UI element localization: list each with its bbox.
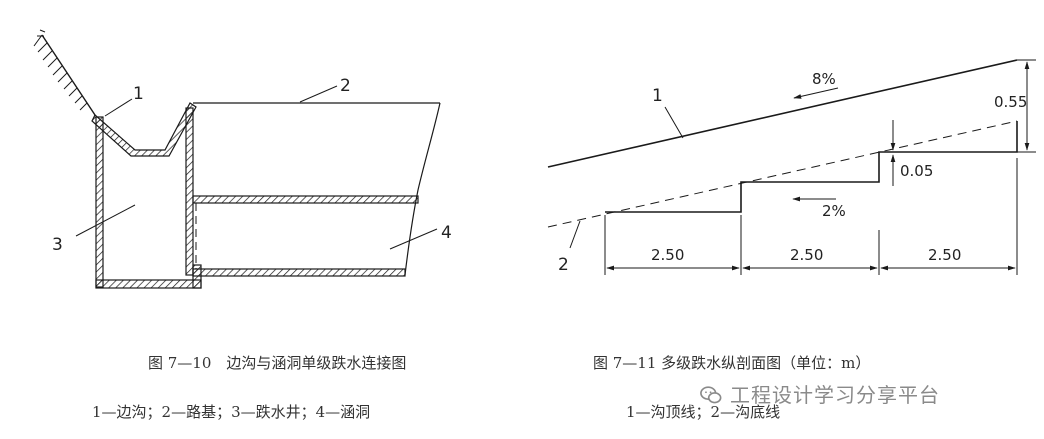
stepped-profile <box>605 121 1018 213</box>
hillside-hatching <box>33 29 96 116</box>
left-figure-caption: 图 7—10 边沟与涵洞单级跌水连接图 <box>148 354 407 372</box>
step-length-1: 2.50 <box>651 246 684 264</box>
ditch-bottom-line <box>547 120 1018 228</box>
label-2: 2 <box>340 76 351 96</box>
extension-lines <box>604 59 1036 275</box>
step-length-2: 2.50 <box>790 246 823 264</box>
line-label-2: 2 <box>558 255 569 275</box>
right-figure-caption: 图 7—11 多级跌水纵剖面图（单位：m） <box>593 354 871 372</box>
dim-drop-height-label: 0.55 <box>994 93 1027 111</box>
leader-lines <box>75 85 438 250</box>
line-label-1: 1 <box>652 86 663 106</box>
watermark: 工程设计学习分享平台 <box>700 379 940 408</box>
left-figure: 1 2 3 4 <box>33 29 452 289</box>
watermark-text: 工程设计学习分享平台 <box>730 383 940 407</box>
step-length-3: 2.50 <box>928 246 961 264</box>
side-ditch-lining <box>91 102 197 157</box>
slope-top-arrow <box>793 87 839 99</box>
dim-offset-label: 0.05 <box>900 162 933 180</box>
slope-top-label: 8% <box>812 70 836 88</box>
right-figure: 0.55 0.05 2.50 2.50 2.50 8% 2% 1 2 <box>547 59 1036 275</box>
label-1: 1 <box>133 84 144 104</box>
wechat-icon <box>700 386 722 404</box>
slope-bottom-label: 2% <box>822 202 846 220</box>
label-4: 4 <box>441 223 452 243</box>
roadbed-outline <box>193 102 441 276</box>
ditch-top-line <box>547 59 1018 168</box>
label-3: 3 <box>52 235 63 255</box>
left-figure-legend: 1—边沟；2—路基；3—跌水井；4—涵洞 <box>92 403 371 421</box>
right-figure-legend: 1—沟顶线；2—沟底线 <box>626 403 781 421</box>
culvert <box>192 195 419 277</box>
